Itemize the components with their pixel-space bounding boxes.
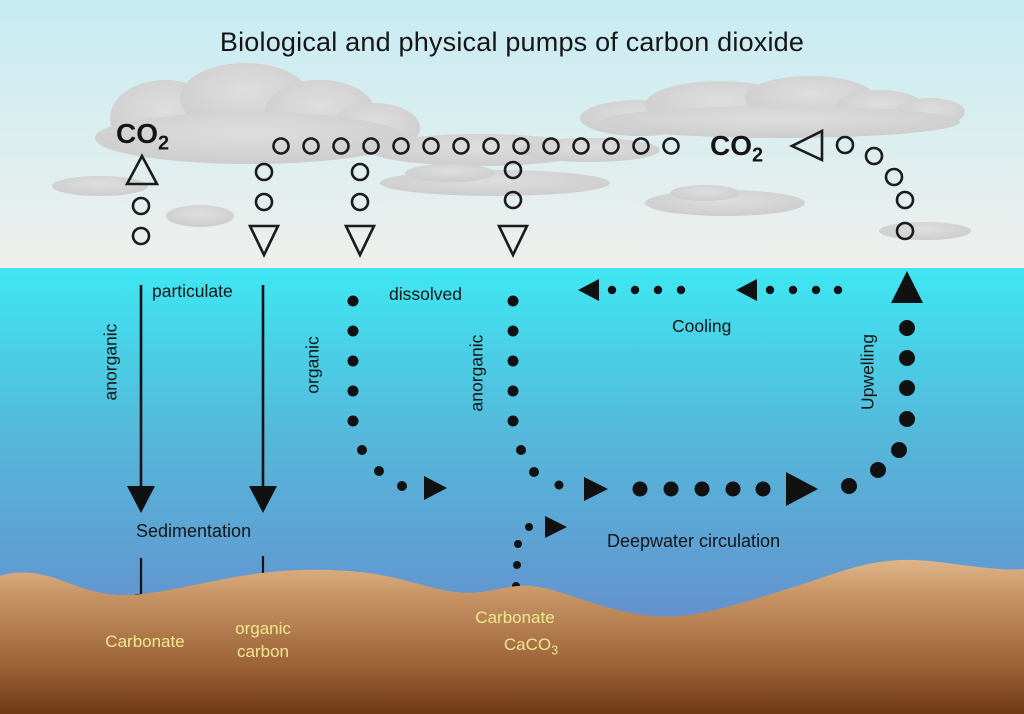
carbonate-caco3-label-line2: CaCO3 xyxy=(503,635,559,658)
co2-uptake-column xyxy=(247,162,281,258)
organic-carbon-sediment-label: organic carbon xyxy=(235,619,291,661)
organic-pump-label: organic xyxy=(302,336,323,394)
cloud xyxy=(580,76,965,138)
carbonate-sediment-label: Carbonate xyxy=(105,632,185,651)
particulate-anorganic-sink-arrow xyxy=(127,285,155,513)
co2-label-right: CO2 xyxy=(710,130,764,167)
dissolved-label: dissolved xyxy=(389,284,462,304)
anorganic-left-label: anorganic xyxy=(100,323,121,401)
clouds xyxy=(52,63,971,240)
upwelling-flow xyxy=(891,271,923,427)
co2-uptake-column xyxy=(343,162,377,258)
seafloor xyxy=(0,559,1024,714)
cloud xyxy=(879,222,971,240)
co2-bubble-row xyxy=(272,137,680,155)
anorganic-pump-label: anorganic xyxy=(466,334,487,412)
cloud xyxy=(166,205,234,227)
cloud xyxy=(52,176,148,196)
deepwater-circulation-label: Deepwater circulation xyxy=(607,531,781,551)
dissolved-organic-flow xyxy=(347,295,447,500)
particulate-organic-sink-arrow xyxy=(249,285,277,513)
diagram-title: Biological and physical pumps of carbon … xyxy=(219,27,805,57)
carbonate-caco3-label-line1: Carbonate xyxy=(475,608,555,627)
co2-outgassing-right-trail xyxy=(789,128,915,241)
dissolved-anorganic-flow xyxy=(507,295,608,501)
carbonate-dissolution-flow xyxy=(512,516,567,590)
co2-outgassing-left-column xyxy=(124,153,160,246)
deepwater-circulation-flow xyxy=(632,442,907,506)
upwelling-label: Upwelling xyxy=(857,334,878,410)
particulate-label: particulate xyxy=(152,281,233,301)
cooling-surface-flow xyxy=(578,279,843,301)
sedimentation-label: Sedimentation xyxy=(136,521,252,541)
co2-label-left: CO2 xyxy=(116,118,170,155)
cooling-label: Cooling xyxy=(672,316,732,336)
cloud xyxy=(645,185,805,216)
co2-uptake-column xyxy=(496,160,530,258)
cloud xyxy=(380,164,610,196)
